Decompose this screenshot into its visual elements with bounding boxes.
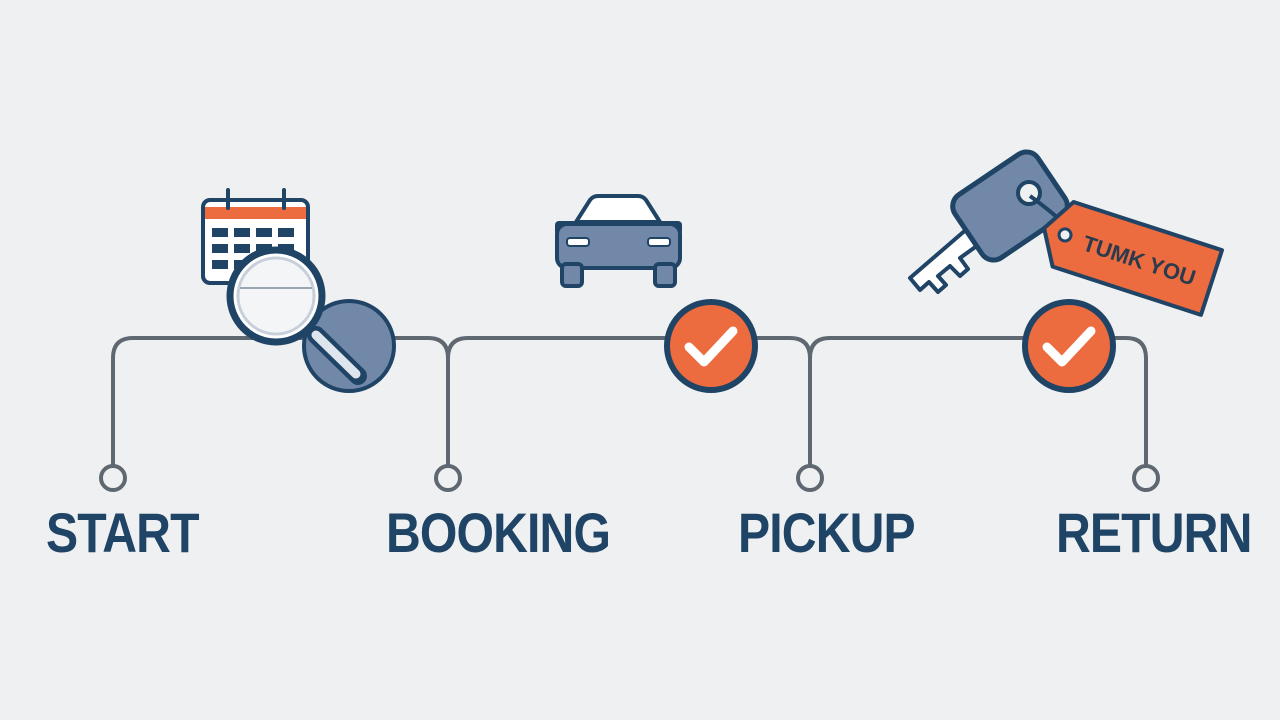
car-icon [555, 194, 682, 288]
check-badge-booking [664, 299, 758, 393]
step-label-booking: BOOKING [386, 501, 611, 564]
search-badge [302, 299, 396, 393]
checkmark-icon [1042, 326, 1096, 367]
magnifier-icon [226, 246, 367, 385]
step-label-start: START [46, 501, 200, 564]
step-label-return: RETURN [1056, 501, 1252, 564]
node-return [1132, 464, 1160, 492]
key-icon [908, 149, 1070, 294]
timeline-track [111, 336, 1148, 468]
key-tag: TUMK YOU [1042, 199, 1224, 317]
checkmark-icon [684, 326, 738, 367]
step-label-pickup: PICKUP [738, 501, 916, 564]
check-badge-pickup [1022, 299, 1116, 393]
node-pickup [796, 464, 824, 492]
node-start [99, 464, 127, 492]
node-booking [434, 464, 462, 492]
